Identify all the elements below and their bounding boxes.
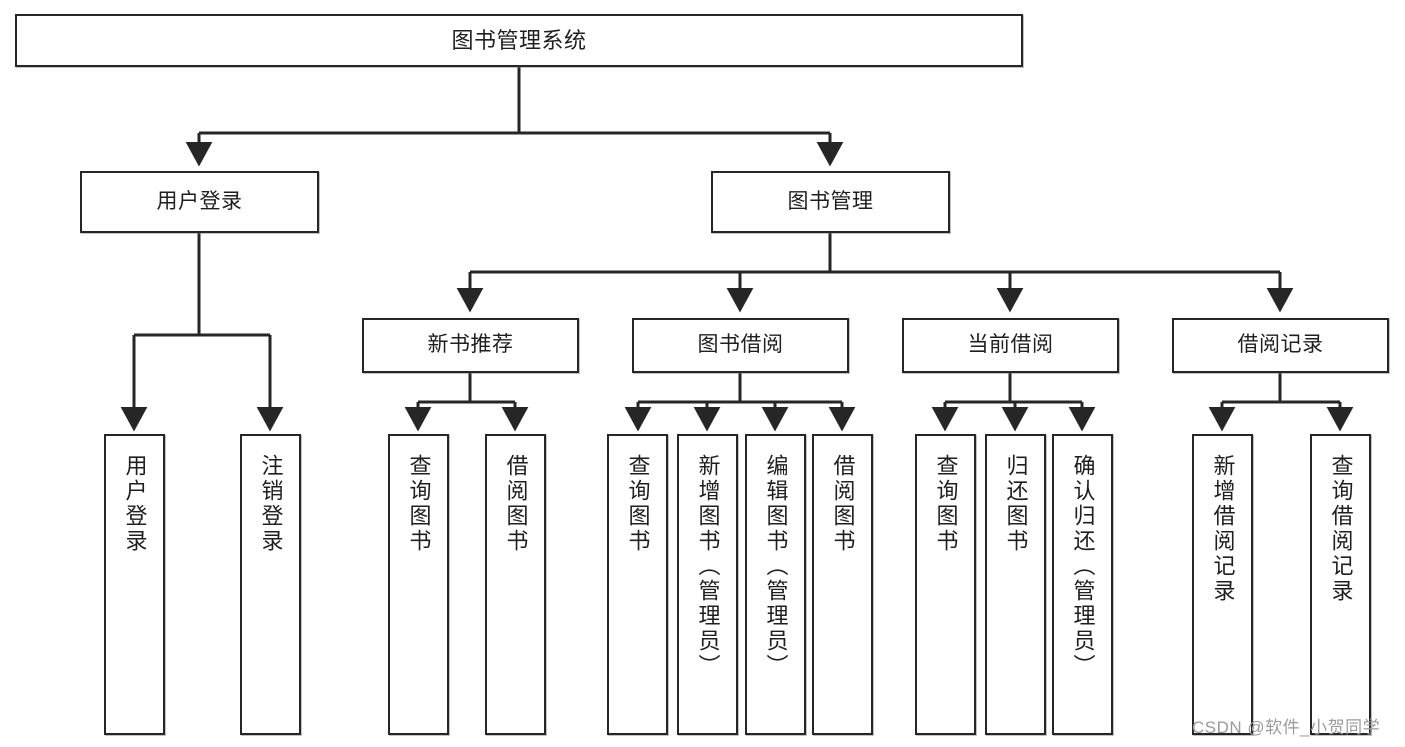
node-label: 编辑图书（管理员） [763,454,789,679]
node-label: 图书管理系统 [451,27,587,53]
node-label: 新增借阅记录 [1210,454,1236,604]
node-book-management[interactable]: 图书管理 [711,171,950,233]
node-label: 注销登录 [258,454,284,554]
node-book-borrow[interactable]: 图书借阅 [632,318,849,373]
node-label: 归还图书 [1003,454,1029,554]
node-label: 图书借阅 [697,333,784,357]
node-user-login[interactable]: 用户登录 [80,171,319,233]
node-borrow-record[interactable]: 借阅记录 [1172,318,1389,373]
node-label: 查询图书 [933,454,959,554]
leaf-borrow-add-book-admin[interactable]: 新增图书（管理员） [677,434,738,735]
node-label: 图书管理 [787,189,874,213]
node-current-borrow[interactable]: 当前借阅 [902,318,1119,373]
leaf-record-query-record[interactable]: 查询借阅记录 [1310,434,1371,735]
leaf-borrow-borrow-book[interactable]: 借阅图书 [812,434,873,735]
leaf-record-add-record[interactable]: 新增借阅记录 [1192,434,1253,735]
node-label: 借阅图书 [503,454,529,554]
leaf-current-query-book[interactable]: 查询图书 [915,434,976,735]
node-label: 借阅记录 [1237,333,1324,357]
leaf-recommend-query-book[interactable]: 查询图书 [388,434,449,735]
leaf-logout[interactable]: 注销登录 [240,434,301,735]
node-label: 查询借阅记录 [1328,454,1354,604]
leaf-recommend-borrow-book[interactable]: 借阅图书 [485,434,546,735]
node-label: 查询图书 [406,454,432,554]
watermark-text: CSDN @软件_小贺同学 [1192,718,1381,737]
node-label: 新增图书（管理员） [695,454,721,679]
node-label: 当前借阅 [967,333,1054,357]
leaf-current-confirm-return-admin[interactable]: 确认归还（管理员） [1052,434,1113,735]
node-label: 查询图书 [625,454,651,554]
node-label: 用户登录 [156,189,243,213]
leaf-current-return-book[interactable]: 归还图书 [985,434,1046,735]
node-label: 用户登录 [122,454,148,554]
leaf-borrow-query-book[interactable]: 查询图书 [607,434,668,735]
leaf-user-login[interactable]: 用户登录 [104,434,165,735]
node-root-system[interactable]: 图书管理系统 [15,14,1023,67]
node-label: 借阅图书 [830,454,856,554]
leaf-borrow-edit-book-admin[interactable]: 编辑图书（管理员） [745,434,806,735]
node-label: 确认归还（管理员） [1070,454,1096,679]
node-new-book-recommend[interactable]: 新书推荐 [362,318,579,373]
node-label: 新书推荐 [427,333,514,357]
